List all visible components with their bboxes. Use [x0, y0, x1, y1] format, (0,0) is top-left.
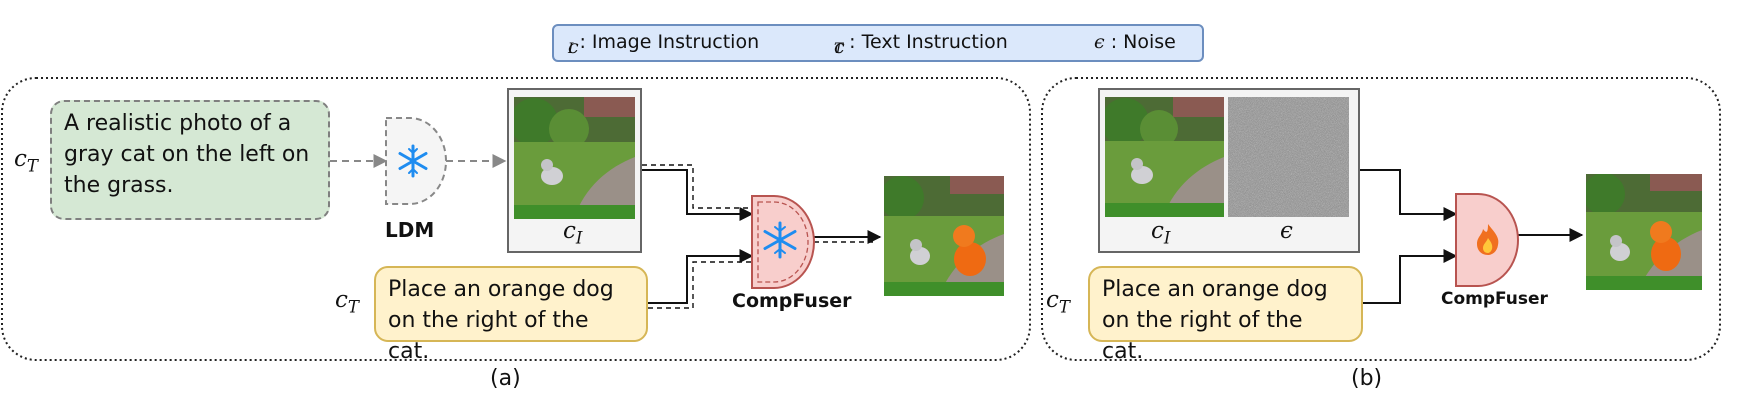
prompt-box: A realistic photo of a gray cat on the l… — [50, 100, 330, 220]
cat-photo-b — [1105, 97, 1224, 217]
ldm-label: LDM — [385, 218, 435, 242]
compfuser-label-b: CompFuser — [1441, 289, 1548, 309]
arrow-text-to-fuser-b — [1363, 249, 1458, 304]
prompt-text: A realistic photo of a gray cat on the l… — [64, 111, 310, 198]
output-photo-a — [884, 176, 1004, 296]
noise-image — [1228, 97, 1349, 217]
ci-label-b: cI — [1151, 218, 1171, 248]
arrow-text-to-fuser-a — [648, 249, 754, 304]
ci-label-a: cI — [563, 218, 583, 248]
panel-a-caption: (a) — [490, 366, 521, 391]
panel-a-border — [1, 77, 1031, 361]
dashed-guide-image-a — [642, 164, 752, 209]
edit-text-box-a: Place an orange dog on the right of the … — [374, 266, 648, 364]
noise-label-b: ϵ — [1280, 218, 1293, 244]
panel-b-caption: (b) — [1351, 366, 1383, 391]
edit-text-b: Place an orange dog on the right of the … — [1102, 277, 1328, 364]
compfuser-inner-dashed-a — [757, 201, 809, 283]
dashed-guide-text-a — [648, 261, 752, 309]
ct-label-edit-a: cT — [335, 287, 359, 317]
panel-b-border — [1041, 77, 1721, 361]
arrow-image-to-fuser-a — [642, 169, 754, 221]
edit-text-a: Place an orange dog on the right of the … — [388, 277, 614, 364]
compfuser-label-a: CompFuser — [732, 290, 852, 312]
cat-photo-a — [514, 97, 635, 219]
flame-icon — [1477, 224, 1499, 255]
snowflake-icon-ldm — [398, 144, 428, 178]
ct-label-edit-b: cT — [1046, 287, 1070, 317]
arrow-images-to-fuser-b — [1360, 169, 1458, 221]
snowflake-icon-compfuser — [763, 221, 797, 259]
edit-text-box-b: Place an orange dog on the right of the … — [1088, 266, 1363, 364]
output-photo-b — [1586, 174, 1702, 290]
ct-label-prompt: cT — [14, 146, 38, 176]
legend-noise: ϵ : Noise — [1094, 31, 1176, 53]
